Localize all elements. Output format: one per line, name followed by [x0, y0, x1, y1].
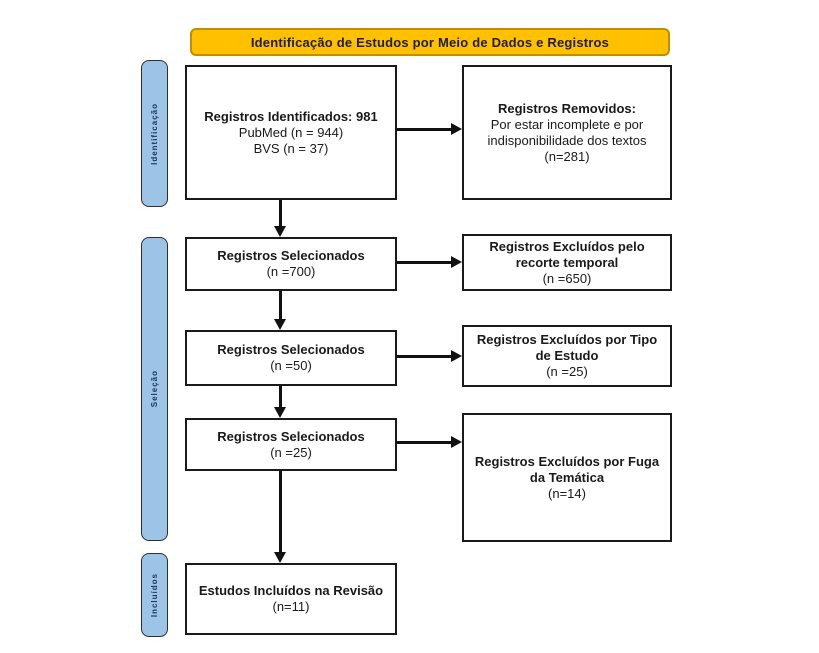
box-registros-selecionados-25: Registros Selecionados (n =25)	[185, 418, 397, 471]
box-title: Registros Selecionados	[217, 248, 365, 263]
box-estudos-incluidos: Estudos Incluídos na Revisão (n=11)	[185, 563, 397, 635]
box-title: Registros Selecionados	[217, 428, 365, 444]
box-excluidos-recorte-temporal: Registros Excluídos pelo recorte tempora…	[462, 234, 672, 291]
stage-label: Incluídos	[150, 572, 159, 618]
box-title: Registros Selecionados	[217, 342, 365, 357]
box-line: (n =50)	[270, 358, 312, 373]
box-registros-selecionados-50: Registros Selecionados (n =50)	[185, 330, 397, 386]
box-title: Registros Excluídos por Fuga da Temática	[474, 453, 660, 485]
box-registros-identificados: Registros Identificados: 981 PubMed (n =…	[185, 65, 397, 200]
stage-bar-incluidos: Incluídos	[141, 553, 168, 637]
arrow-selecionados50-to-selecionados25	[274, 386, 286, 418]
arrow-identificados-to-selecionados700	[274, 200, 286, 237]
box-line: (n=14)	[548, 485, 586, 501]
box-line: Por estar incomplete e por indisponibili…	[487, 116, 647, 148]
arrow-selecionados50-to-excluidos25	[397, 350, 462, 362]
box-line: (n=11)	[272, 599, 310, 614]
box-line: BVS (n = 37)	[253, 140, 329, 156]
box-line: (n =650)	[542, 270, 592, 286]
arrow-selecionados25-to-excluidos14	[397, 436, 462, 448]
box-title: Registros Excluídos pelo recorte tempora…	[489, 238, 645, 270]
box-registros-selecionados-700: Registros Selecionados (n =700)	[185, 237, 397, 291]
diagram-title: Identificação de Estudos por Meio de Dad…	[250, 34, 610, 50]
box-line: (n=281)	[544, 148, 590, 164]
box-line: (n =25)	[270, 444, 312, 460]
stage-label: Identificação	[150, 102, 159, 165]
box-title: Estudos Incluídos na Revisão	[198, 583, 384, 598]
stage-label: Seleção	[150, 370, 159, 408]
box-line: (n =700)	[266, 264, 316, 279]
box-excluidos-tipo-estudo: Registros Excluídos por Tipo de Estudo (…	[462, 325, 672, 387]
box-line: PubMed (n = 944)	[238, 124, 344, 140]
arrow-selecionados25-to-incluidos	[274, 471, 286, 563]
box-line: (n =25)	[546, 364, 588, 379]
box-registros-removidos: Registros Removidos: Por estar incomplet…	[462, 65, 672, 200]
arrow-selecionados700-to-selecionados50	[274, 291, 286, 330]
box-excluidos-fuga-tematica: Registros Excluídos por Fuga da Temática…	[462, 413, 672, 542]
box-title: Registros Identificados: 981	[204, 108, 378, 124]
box-title: Registros Excluídos por Tipo de Estudo	[476, 332, 658, 363]
stage-bar-identificacao: Identificação	[141, 60, 168, 207]
box-title: Registros Removidos:	[498, 100, 636, 116]
diagram-title-banner: Identificação de Estudos por Meio de Dad…	[190, 28, 670, 56]
arrow-identificados-to-removidos	[397, 123, 462, 135]
stage-bar-selecao: Seleção	[141, 237, 168, 541]
arrow-selecionados700-to-excluidos650	[397, 256, 462, 268]
